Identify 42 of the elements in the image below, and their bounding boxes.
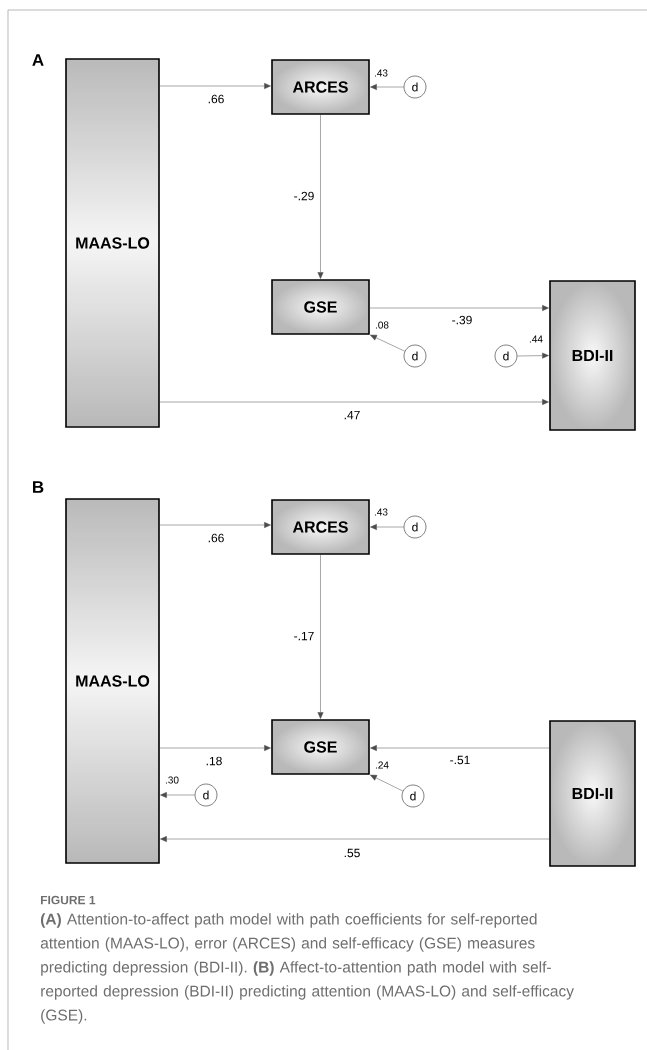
path-coefficient: .18 [204,755,224,767]
variable-box: BDI-II [549,280,636,431]
arrow [370,524,404,530]
arrow [159,83,271,89]
path-coefficient: .66 [206,532,226,544]
variable-box: MAAS-LO [65,498,160,864]
arrow [370,745,550,751]
path-coefficient: -.29 [292,190,316,202]
path-coefficient: .08 [374,320,390,330]
arrow [369,305,549,311]
variable-box: ARCES [271,499,370,555]
arrow [370,84,404,90]
variable-box: BDI-II [549,720,636,867]
path-coefficient: -.39 [450,314,474,326]
path-coefficient: .43 [373,68,389,78]
panel-letter: B [33,481,44,493]
caption-text: (A) Attention-to-affect path model with path coefficients for self-reported attention (MAAS-LO), error (ARCES) and self-efficacy (GSE) measures predicting depression (BDI-II). (B) Affect-to-attention path model with self-reported depression (BDI-II) predicting attention (MAAS-LO) and self-efficacy (GSE). [40,913,574,1024]
path-coefficient: .66 [206,93,226,105]
path-coefficient: .44 [528,334,544,344]
variable-box: GSE [271,279,370,335]
arrow [317,114,324,279]
path-coefficient: .24 [374,760,390,770]
arrow [159,522,271,528]
figure-number: FIGURE 1 [41,895,96,905]
arrow [517,352,549,359]
arrow [159,745,271,751]
arrow [160,792,195,798]
path-coefficient: -.51 [448,754,472,766]
arrow [159,399,549,405]
arrow [370,774,404,792]
path-coefficient: .47 [342,409,362,421]
panel-letter: A [32,54,44,66]
arrow [370,334,406,352]
variable-box: GSE [271,719,370,775]
variable-box: MAAS-LO [65,58,160,428]
path-coefficient: .55 [342,847,362,859]
path-coefficient: -.17 [292,630,316,642]
variable-box: ARCES [271,59,370,115]
arrow [317,554,324,719]
arrow [160,836,550,842]
path-coefficient: .43 [373,507,389,517]
path-coefficient: .30 [164,775,180,785]
